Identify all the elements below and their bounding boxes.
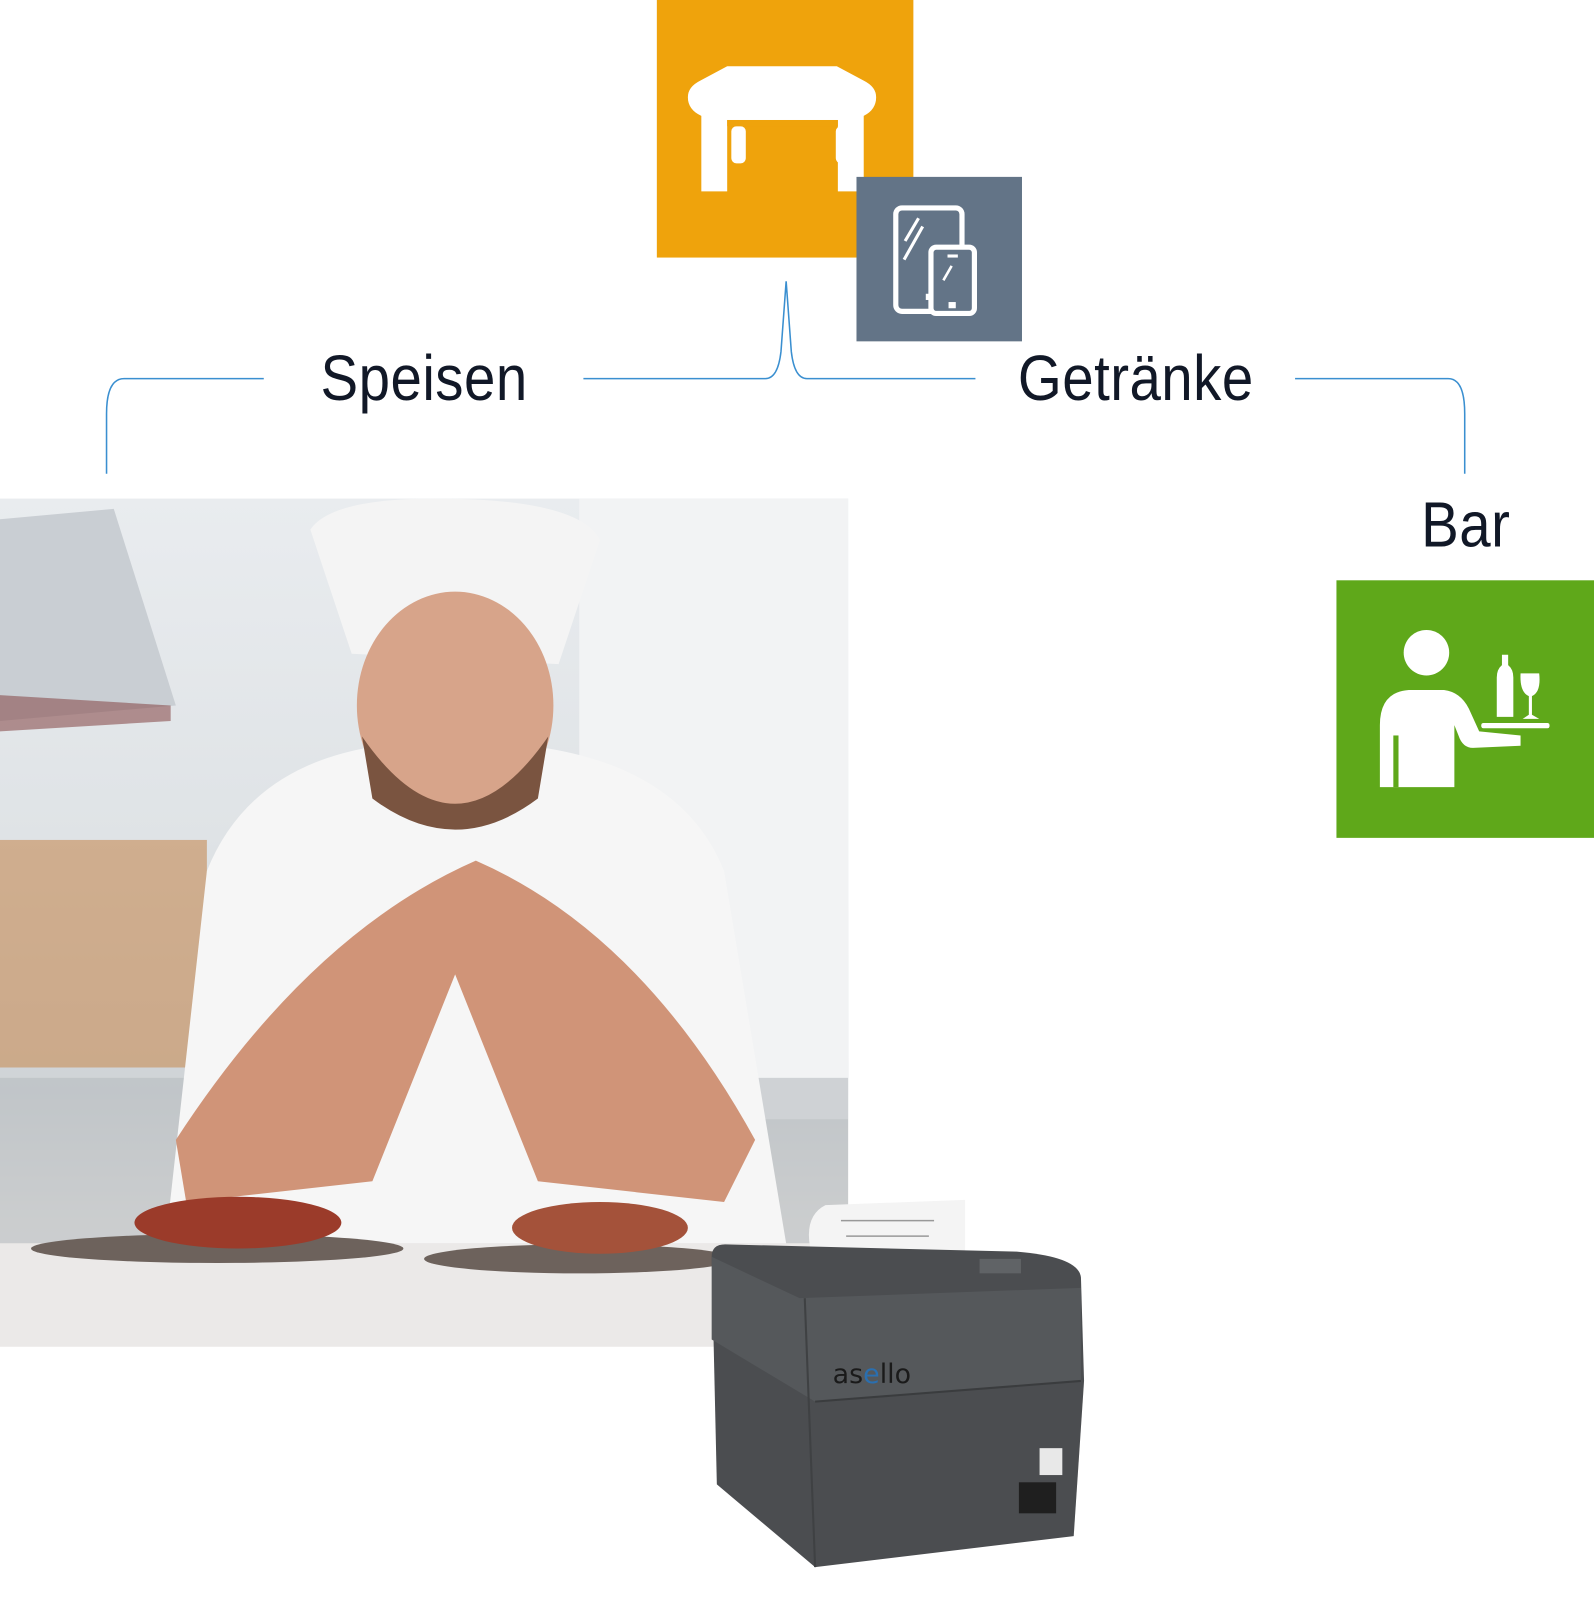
chef-illustration	[0, 498, 849, 1347]
bar-label: Bar	[1421, 489, 1511, 562]
drinks-bracket-line	[1295, 377, 1466, 474]
waiter-tray-icon	[1379, 629, 1550, 788]
printer-illustration: asello	[711, 1199, 1085, 1568]
food-branch-label: Speisen	[320, 342, 528, 415]
drinks-branch-label: Getränke	[1017, 342, 1254, 415]
tablet-phone-icon	[893, 205, 977, 317]
connector-lines	[105, 281, 1466, 474]
printer-brand-logo: asello	[833, 1359, 911, 1390]
table-node	[656, 0, 914, 258]
chef-photo	[0, 498, 849, 1347]
devices-node	[856, 176, 1022, 342]
center-brace-line	[583, 281, 976, 380]
bar-node	[1336, 580, 1594, 838]
table-icon	[687, 66, 877, 192]
food-bracket-line	[105, 377, 264, 474]
receipt-printer: asello	[706, 1195, 1089, 1573]
